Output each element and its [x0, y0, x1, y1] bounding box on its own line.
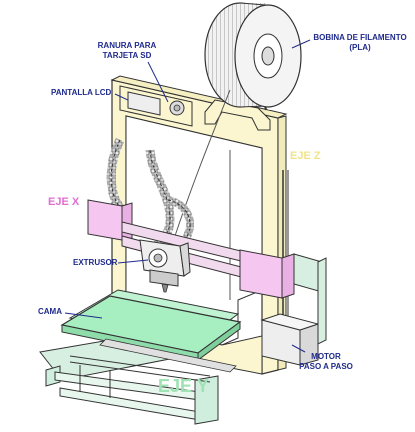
sd-slot-label: RANURA PARA TARJETA SD — [92, 41, 162, 61]
motor-label-line2: PASO A PASO — [299, 362, 353, 371]
bed-label: CAMA — [38, 307, 62, 316]
z-stepper-motor — [260, 257, 327, 366]
z-rods — [229, 150, 289, 340]
x-axis-label: EJE X — [48, 196, 80, 208]
lcd-label: PANTALLA LCD — [51, 88, 112, 97]
sd-slot-label-line2: TARJETA SD — [102, 51, 152, 60]
motor-label: MOTOR PASO A PASO — [294, 352, 358, 372]
filament-line — [171, 89, 231, 246]
extruder-label: EXTRUSOR — [73, 258, 118, 267]
extruder — [139, 239, 191, 293]
leader-lines — [64, 39, 311, 353]
spool-label: BOBINA DE FILAMENTO (PLA) — [310, 33, 410, 53]
lcd-panel — [119, 85, 193, 127]
heated-bed — [60, 289, 242, 373]
motor-label-line1: MOTOR — [311, 352, 341, 361]
spool-label-line2: (PLA) — [349, 43, 371, 52]
spool-label-line1: BOBINA DE FILAMENTO — [313, 33, 407, 42]
sd-slot-label-line1: RANURA PARA — [97, 41, 157, 50]
z-axis-label: EJE Z — [290, 150, 321, 162]
filament-spool — [204, 2, 302, 108]
y-axis-label: EJE Y — [158, 376, 209, 396]
